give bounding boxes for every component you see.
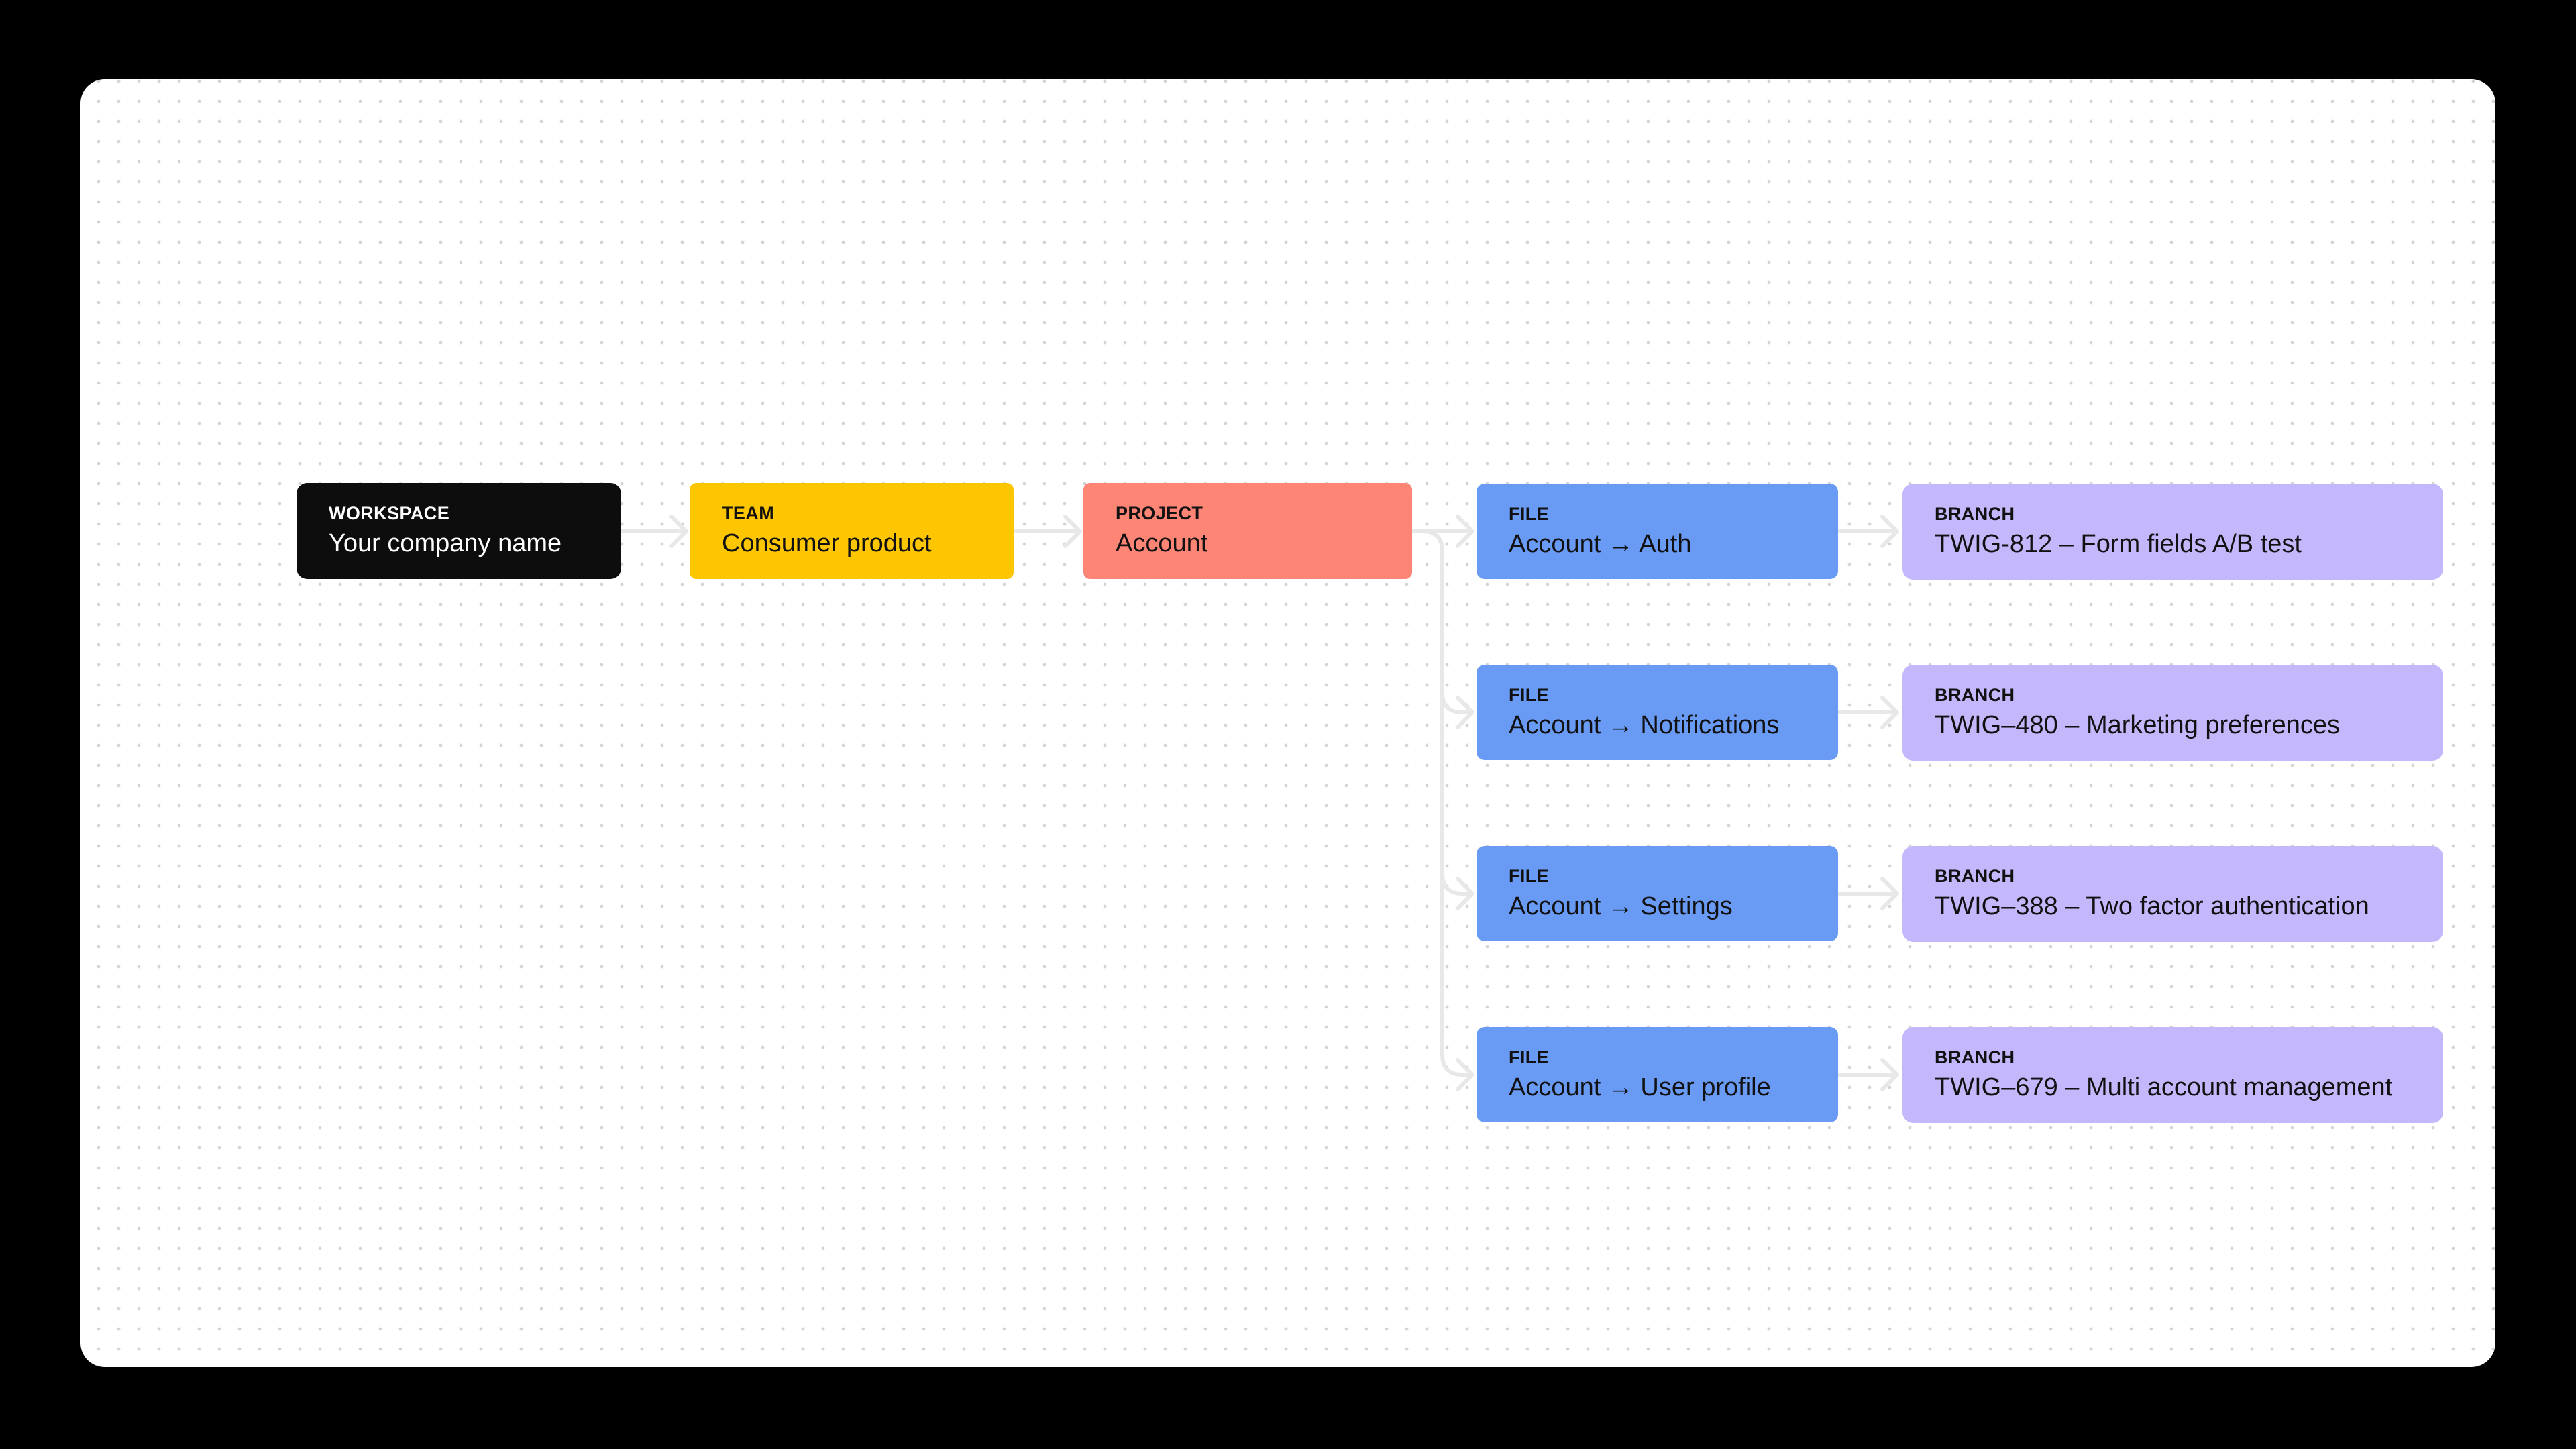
file-label: FILE bbox=[1509, 503, 1550, 524]
branch-title: TWIG–480 – Marketing preferences bbox=[1935, 711, 2341, 739]
file-label: FILE bbox=[1509, 865, 1550, 886]
project-label: PROJECT bbox=[1116, 503, 1203, 523]
branch-title: TWIG–679 – Multi account management bbox=[1935, 1073, 2393, 1102]
connector-layer bbox=[619, 515, 1899, 1091]
branch-label: BRANCH bbox=[1935, 866, 2015, 886]
workspace-title: Your company name bbox=[329, 529, 562, 557]
branch-node-twig-480[interactable]: BRANCH TWIG–480 – Marketing preferences bbox=[1902, 665, 2443, 761]
edge-workspace-team bbox=[619, 515, 688, 548]
edge-project-file-2 bbox=[1440, 871, 1474, 910]
team-node[interactable]: TEAM Consumer product bbox=[690, 483, 1014, 579]
branch-node-twig-812[interactable]: BRANCH TWIG-812 – Form fields A/B test bbox=[1902, 484, 2443, 580]
branch-label: BRANCH bbox=[1935, 504, 2015, 524]
team-title: Consumer product bbox=[722, 529, 932, 557]
file-node-auth[interactable]: FILE Account → Auth bbox=[1477, 484, 1838, 579]
edge-file-branch-3 bbox=[1836, 1058, 1899, 1091]
file-label: FILE bbox=[1509, 1046, 1550, 1067]
branch-title: TWIG–388 – Two factor authentication bbox=[1935, 892, 2369, 920]
workspace-node[interactable]: WORKSPACE Your company name bbox=[297, 483, 621, 579]
branch-label: BRANCH bbox=[1935, 1047, 2015, 1067]
connector-group bbox=[619, 515, 1899, 1091]
edge-file-branch-1 bbox=[1836, 696, 1899, 729]
file-title: Account → Auth bbox=[1509, 529, 1692, 558]
file-label: FILE bbox=[1509, 684, 1550, 705]
file-node-notifications[interactable]: FILE Account → Notifications bbox=[1477, 665, 1838, 760]
file-node-settings[interactable]: FILE Account → Settings bbox=[1477, 846, 1838, 941]
edge-project-file-3 bbox=[1420, 529, 1474, 1091]
workspace-label: WORKSPACE bbox=[329, 503, 450, 523]
edge-team-project bbox=[1012, 515, 1082, 548]
file-title: Account → Settings bbox=[1509, 892, 1733, 920]
file-title: Account → Notifications bbox=[1509, 710, 1780, 739]
edge-project-file-1 bbox=[1440, 690, 1474, 729]
edge-project-file-0 bbox=[1410, 515, 1474, 548]
project-title: Account bbox=[1116, 529, 1208, 557]
file-node-user-profile[interactable]: FILE Account → User profile bbox=[1477, 1027, 1838, 1122]
team-label: TEAM bbox=[722, 503, 775, 523]
branch-node-twig-679[interactable]: BRANCH TWIG–679 – Multi account manageme… bbox=[1902, 1027, 2443, 1123]
project-node[interactable]: PROJECT Account bbox=[1083, 483, 1412, 579]
branch-title: TWIG-812 – Form fields A/B test bbox=[1935, 530, 2302, 558]
edge-file-branch-2 bbox=[1836, 877, 1899, 910]
branch-node-twig-388[interactable]: BRANCH TWIG–388 – Two factor authenticat… bbox=[1902, 846, 2443, 942]
edge-file-branch-0 bbox=[1836, 515, 1899, 548]
whiteboard-canvas[interactable]: WORKSPACE Your company name TEAM Consume… bbox=[80, 79, 2496, 1367]
file-title: Account → User profile bbox=[1509, 1073, 1771, 1102]
branch-label: BRANCH bbox=[1935, 685, 2015, 705]
